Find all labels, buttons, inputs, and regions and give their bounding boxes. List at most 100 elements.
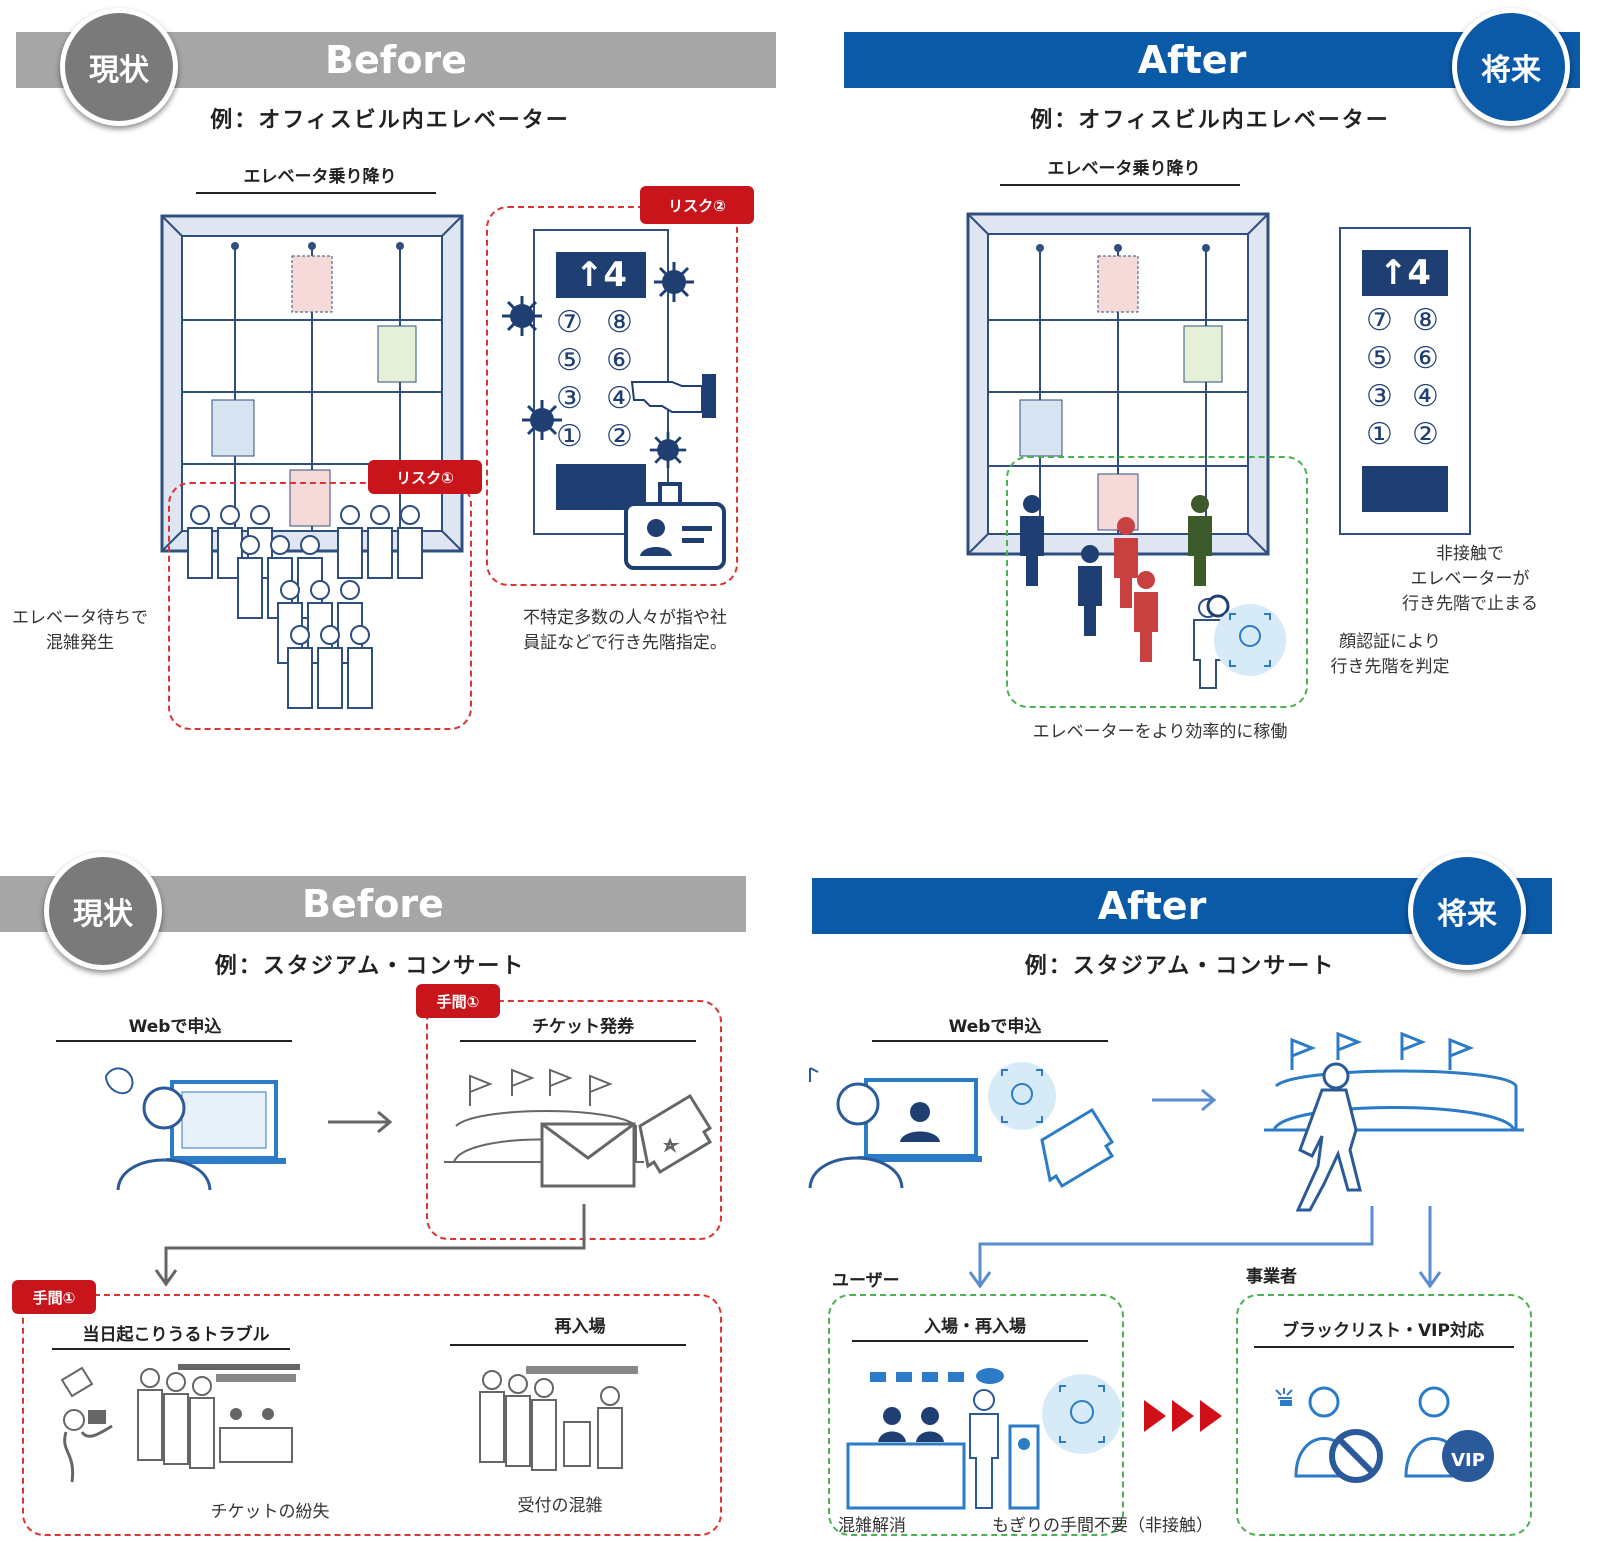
section-title-elevator-before: エレベータ乗り降り (243, 167, 397, 187)
effort2-box (22, 1294, 722, 1536)
split-arrows (968, 1206, 1442, 1289)
reentry-title: 再入場 (554, 1317, 606, 1337)
arrow-right-icon (1152, 1088, 1217, 1112)
subtitle-office-before: 例：オフィスビル内エレベーター (210, 108, 570, 133)
floor-button: ⑦ (556, 305, 583, 340)
web-apply-title-before: Webで申込 (128, 1017, 222, 1037)
virus-icon (649, 431, 687, 469)
underline (460, 1040, 696, 1042)
button-grid-after: ⑦ ⑧ ⑤ ⑥ ③ ④ ① ② (1366, 304, 1466, 452)
elevator-shaft-before (160, 214, 464, 553)
stadium-walking-icon (1264, 1031, 1524, 1212)
caption-contactless-line2: エレベーターが (1410, 569, 1530, 589)
floor-button: ② (1412, 417, 1439, 452)
floor-button: ① (1366, 417, 1393, 452)
stadium-mail-ticket-icon (444, 1068, 713, 1188)
button-grid-before: ⑦ ⑧ ⑤ ⑥ ③ ④ ① ② (556, 306, 656, 454)
before-bar-label: Before (302, 882, 444, 926)
underline (852, 1340, 1088, 1342)
caption-waiting-crowd-line1: エレベータ待ちで (12, 608, 148, 628)
floor-button: ⑧ (606, 305, 633, 340)
virus-icon (522, 400, 562, 440)
caption-face-line1: 顔認証により (1339, 632, 1441, 652)
floor-button: ⑦ (1366, 303, 1393, 338)
before-bar-label: Before (325, 38, 467, 82)
underline (196, 192, 436, 194)
user-laptop-face-icon (808, 1062, 1115, 1189)
caption-panel-line1: 不特定多数の人々が指や社 (523, 608, 727, 628)
caption-face-line2: 行き先階を判定 (1330, 657, 1450, 677)
floor-display: ↑4 (574, 255, 628, 295)
entry-title: 入場・再入場 (924, 1317, 1026, 1337)
floor-button: ④ (1412, 379, 1439, 414)
underline (52, 1348, 290, 1350)
caption-reception-crowd: 受付の混雑 (517, 1496, 603, 1516)
arrow-right-icon (328, 1110, 393, 1134)
vip-badge-label: VIP (1451, 1450, 1485, 1471)
caption-efficient: エレベーターをより効率的に稼働 (1032, 722, 1288, 742)
caption-no-ticket-tear: もぎりの手間不要（非接触） (992, 1516, 1213, 1536)
virus-icon (502, 296, 542, 336)
after-bar-label: After (1137, 38, 1247, 82)
elevator-panel-after (1339, 227, 1471, 535)
arrow-down-left-connector (154, 1204, 586, 1287)
underline (450, 1344, 686, 1346)
virus-icon (654, 262, 694, 302)
badge-label: 将来 (1437, 897, 1497, 932)
badge-label: 現状 (89, 53, 149, 88)
floor-button: ⑥ (606, 343, 633, 378)
future-badge-top: 将来 (1452, 8, 1570, 126)
pointing-hand-icon (630, 374, 716, 418)
floor-button: ⑥ (1412, 341, 1439, 376)
after-bar-label: After (1097, 884, 1207, 928)
user-label: ユーザー (832, 1271, 900, 1291)
vip-person-icon (1404, 1386, 1494, 1482)
caption-crowd-resolved: 混雑解消 (838, 1516, 906, 1536)
entry-gate-face-icon (846, 1368, 1122, 1510)
floor-button: ④ (606, 381, 633, 416)
ticket-issue-title: チケット発券 (532, 1017, 634, 1037)
section-title-elevator-after: エレベータ乗り降り (1047, 159, 1201, 179)
floor-button: ⑤ (556, 343, 583, 378)
queue-counter-icon (137, 1364, 300, 1469)
current-badge-top: 現状 (60, 8, 178, 126)
person-face-scan-icon (1193, 594, 1286, 689)
blacklist-person-icon (1275, 1386, 1383, 1483)
risk2-box (486, 206, 738, 586)
effort1-tag: 手間① (416, 984, 500, 1018)
subtitle-office-after: 例：オフィスビル内エレベーター (1030, 108, 1390, 133)
floor-button: ③ (556, 381, 583, 416)
web-apply-title-after: Webで申込 (948, 1017, 1042, 1037)
triple-arrow-icon (1144, 1400, 1222, 1432)
floor-display: ↑4 (1378, 253, 1432, 293)
floor-button: ⑤ (1366, 341, 1393, 376)
blacklist-box (1236, 1294, 1532, 1536)
caption-ticket-lost: チケットの紛失 (210, 1502, 330, 1522)
lost-ticket-icon (60, 1366, 113, 1483)
risk1-box (168, 482, 472, 730)
underline (1254, 1346, 1514, 1348)
floor-button: ② (606, 419, 633, 454)
caption-waiting-crowd-line2: 混雑発生 (46, 633, 114, 653)
subtitle-stadium-before: 例：スタジアム・コンサート (214, 954, 526, 979)
operator-label: 事業者 (1246, 1267, 1297, 1287)
caption-contactless-line1: 非接触で (1436, 544, 1504, 564)
user-laptop-icon (104, 1067, 286, 1191)
caption-panel-line2: 員証などで行き先階指定。 (523, 633, 727, 653)
badge-label: 将来 (1481, 53, 1541, 88)
underline (56, 1040, 292, 1042)
future-badge-bottom: 将来 (1408, 852, 1526, 970)
waiting-crowd-icon (187, 505, 423, 709)
floor-button: ① (556, 419, 583, 454)
risk2-tag: リスク② (640, 186, 754, 224)
effort2-tag: 手間① (12, 1280, 96, 1314)
people-flow-icon (1020, 495, 1212, 662)
floor-button: ⑧ (1412, 303, 1439, 338)
effort1-box (426, 1000, 722, 1240)
badge-label: 現状 (73, 897, 133, 932)
trouble-title: 当日起こりうるトラブル (82, 1325, 270, 1345)
elevator-panel-before (533, 229, 669, 535)
floor-button: ③ (1366, 379, 1393, 414)
subtitle-stadium-after: 例：スタジアム・コンサート (1024, 954, 1336, 979)
blacklist-vip-title: ブラックリスト・VIP対応 (1282, 1321, 1484, 1341)
